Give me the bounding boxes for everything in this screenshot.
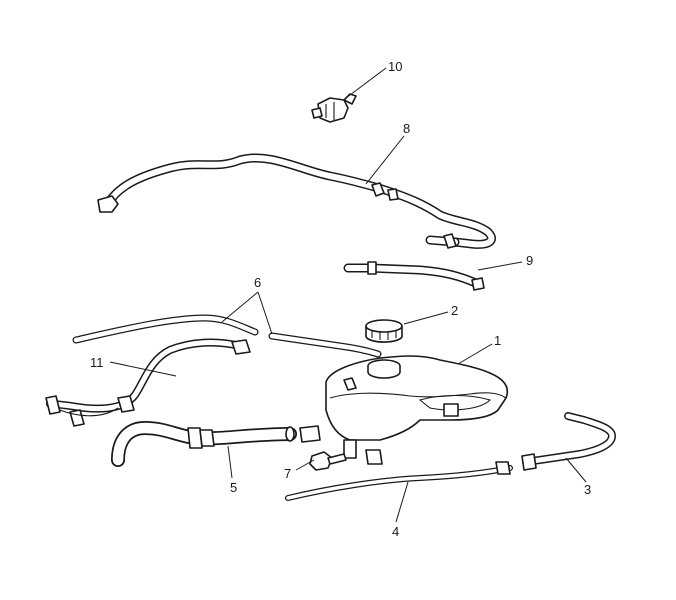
part-6-pipes [72, 314, 382, 358]
callout-7: 7 [284, 466, 291, 481]
callout-5: 5 [230, 480, 237, 495]
leader-2 [403, 311, 449, 325]
leader-9 [477, 261, 523, 271]
part-7-bolt [309, 451, 347, 471]
callout-10: 10 [388, 59, 402, 74]
part-1-expansion-tank [299, 355, 509, 465]
part-4-lower-pipe [285, 461, 513, 501]
leader-1 [457, 343, 493, 365]
part-9-short-hose [343, 261, 485, 291]
leader-lines [109, 67, 587, 523]
callout-11: 11 [90, 355, 104, 370]
leader-8 [365, 135, 405, 185]
leader-11 [109, 361, 177, 377]
leader-6 [221, 291, 273, 335]
part-11-bleed-hose [45, 338, 251, 427]
callout-3: 3 [584, 482, 591, 497]
leader-7 [295, 459, 315, 471]
callout-9: 9 [526, 253, 533, 268]
leader-10 [345, 67, 387, 99]
callout-2: 2 [451, 303, 458, 318]
callout-4: 4 [392, 524, 399, 539]
leader-4 [395, 481, 409, 523]
part-5-lower-hose [111, 421, 297, 467]
callout-1: 1 [494, 333, 501, 348]
leader-3 [565, 457, 587, 483]
callout-6: 6 [254, 275, 261, 290]
callout-labels: 10 8 9 6 2 1 11 5 7 4 3 [90, 59, 591, 539]
part-3-bent-hose [521, 412, 616, 471]
part-8-upper-hose [97, 153, 496, 249]
callout-8: 8 [403, 121, 410, 136]
part-10-sensor [311, 93, 357, 123]
part-2-filler-cap [365, 319, 403, 343]
leader-5 [227, 445, 233, 479]
